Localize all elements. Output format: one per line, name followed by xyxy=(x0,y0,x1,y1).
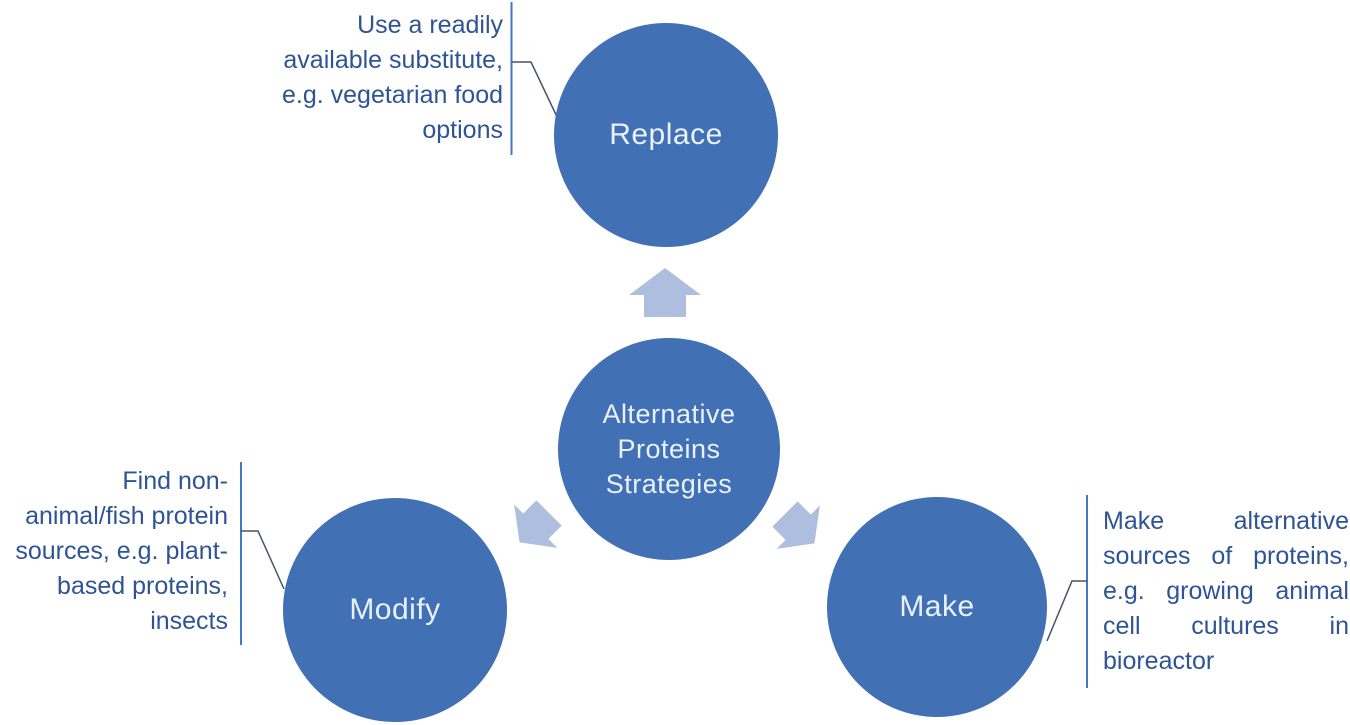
node-replace-label: Replace xyxy=(609,118,723,151)
node-modify-label: Modify xyxy=(349,593,441,626)
node-make-label: Make xyxy=(899,590,975,623)
node-replace: Replace xyxy=(554,23,778,247)
annotation-line: e.g. growing animal xyxy=(1103,577,1349,605)
arrow-down-left-icon xyxy=(514,500,562,548)
annotation-replace: Use a readily available substitute, e.g.… xyxy=(238,8,503,148)
node-center-label-line: Alternative xyxy=(602,398,736,429)
annotation-line: available substitute, xyxy=(283,46,503,74)
arrow-down-right-icon xyxy=(772,501,820,549)
annotation-line: animal/fish protein xyxy=(25,502,228,530)
annotation-line: insects xyxy=(150,607,228,635)
annotation-line: sources, e.g. plant- xyxy=(15,537,228,565)
node-center-label-line: Strategies xyxy=(605,468,733,499)
annotation-line: based proteins, xyxy=(57,572,228,600)
annotation-line: Make alternative xyxy=(1103,507,1349,535)
annotation-make: Make alternative sources of proteins, e.… xyxy=(1103,504,1349,679)
callout-line-replace xyxy=(511,61,560,122)
node-modify: Modify xyxy=(283,498,507,722)
annotation-line: bioreactor xyxy=(1103,647,1215,675)
annotation-line: cell cultures in xyxy=(1103,612,1349,640)
node-center: Alternative Proteins Strategies xyxy=(558,338,780,560)
callout-line-modify xyxy=(241,530,285,590)
annotation-line: Find non- xyxy=(122,467,228,495)
annotation-line: Use a readily xyxy=(357,11,503,39)
node-make: Make xyxy=(827,497,1047,717)
arrow-up-icon xyxy=(629,268,701,317)
annotation-line: e.g. vegetarian food xyxy=(282,81,503,109)
annotation-line: options xyxy=(422,116,503,144)
node-center-label-line: Proteins xyxy=(617,433,721,464)
annotation-line: sources of proteins, xyxy=(1103,542,1349,570)
callout-line-make xyxy=(1046,580,1087,642)
annotation-modify: Find non- animal/fish protein sources, e… xyxy=(0,464,228,639)
